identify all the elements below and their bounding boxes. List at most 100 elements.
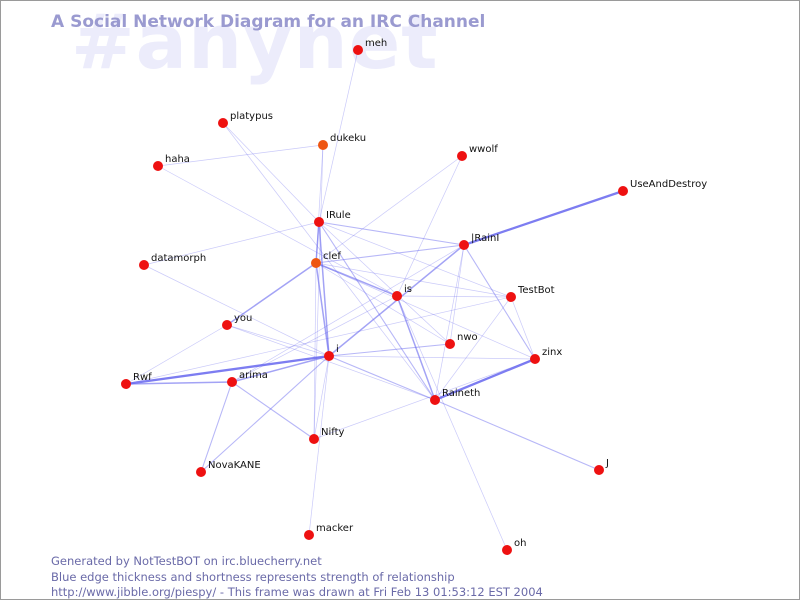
node-label: UseAndDestroy — [630, 179, 707, 190]
node-label: clef — [323, 251, 341, 262]
node-J: J — [594, 458, 609, 475]
node-label: dukeku — [330, 133, 366, 144]
edge-IRule-IRainI — [318, 221, 465, 246]
edge-clef-is — [315, 262, 398, 297]
edge-you-Rwf — [125, 324, 228, 385]
edge-zinx-i — [328, 355, 536, 360]
node-label: oh — [514, 538, 526, 549]
edge-IRainI-zinx — [463, 244, 536, 360]
node-label: IRule — [326, 210, 351, 221]
footer-legend-note: Blue edge thickness and shortness repres… — [51, 570, 455, 584]
node-platypus: platypus — [218, 111, 273, 128]
edge-Raineth-J — [434, 399, 600, 471]
node-label: datamorph — [151, 253, 206, 264]
node-dot — [153, 161, 163, 171]
node-dot — [445, 339, 455, 349]
node-dot — [457, 151, 467, 161]
edge-IRule-meh — [318, 49, 359, 223]
node-Rwf: Rwf — [121, 372, 152, 389]
node-dot — [309, 434, 319, 444]
edge-clef-zinx — [315, 262, 536, 360]
node-nwo: nwo — [445, 332, 478, 349]
edge-you-i — [226, 324, 330, 357]
node-label: i — [336, 344, 339, 355]
edge-is-arima — [231, 295, 398, 383]
edge-TestBot-zinx — [510, 296, 536, 360]
node-dot — [314, 217, 324, 227]
node-dot — [227, 377, 237, 387]
node-dot — [318, 140, 328, 150]
node-Raineth: Raineth — [430, 388, 480, 405]
edge-haha-is — [157, 165, 398, 297]
node-label: Rwf — [133, 372, 152, 383]
footer-url-timestamp: http://www.jibble.org/piespy/ - This fra… — [51, 585, 543, 599]
node-label: zinx — [542, 347, 562, 358]
node-meh: meh — [353, 38, 387, 55]
edge-IRule-clef — [315, 221, 320, 264]
node-dot — [324, 351, 334, 361]
node-dot — [353, 45, 363, 55]
edge-layer — [125, 49, 624, 551]
edge-is-TestBot — [396, 295, 512, 298]
edge-Nifty-i — [313, 355, 330, 440]
edge-IRainI-UseAndDestroy — [463, 189, 624, 247]
edge-Rwf-TestBot — [125, 296, 512, 385]
edge-IRule-Raineth — [318, 221, 436, 401]
edge-clef-Nifty — [313, 262, 317, 440]
edge-datamorph-i — [143, 264, 330, 357]
edge-is-oh — [396, 295, 508, 551]
edge-datamorph-IRule — [143, 221, 320, 266]
node-TestBot: TestBot — [506, 285, 555, 302]
node-is: is — [392, 284, 412, 301]
edge-IRule-nwo — [318, 221, 451, 345]
edge-IRainI-clef — [315, 244, 465, 264]
node-NovaKANE: NovaKANE — [196, 460, 261, 477]
node-label: TestBot — [517, 285, 555, 296]
channel-watermark: #anynet — [71, 0, 439, 86]
edge-IRule-i — [318, 221, 330, 357]
edge-Raineth-zinx — [434, 357, 536, 402]
edge-clef-nwo — [315, 262, 451, 345]
edge-you-Raineth — [226, 324, 436, 401]
edge-IRule-TestBot — [318, 221, 512, 298]
node-label: wwolf — [469, 144, 498, 155]
node-dot — [121, 379, 131, 389]
edge-NovaKANE-i — [200, 355, 330, 473]
node-wwolf: wwolf — [457, 144, 498, 161]
node-label: macker — [316, 523, 354, 534]
node-oh: oh — [502, 538, 526, 555]
node-datamorph: datamorph — [139, 253, 206, 270]
node-dot — [530, 354, 540, 364]
node-macker: macker — [304, 523, 354, 540]
node-dot — [304, 530, 314, 540]
node-label: haha — [165, 154, 190, 165]
node-UseAndDestroy: UseAndDestroy — [618, 179, 707, 196]
edge-arima-Nifty — [231, 381, 315, 440]
node-dukeku: dukeku — [318, 133, 366, 150]
node-you: you — [222, 313, 252, 330]
edge-IRainI-arima — [231, 244, 465, 383]
edge-dukeku-Nifty — [313, 144, 324, 440]
edge-TestBot-Raineth — [434, 296, 512, 401]
node-label: NovaKANE — [208, 460, 261, 471]
node-IRule: IRule — [314, 210, 351, 227]
edge-wwolf-clef — [315, 155, 463, 264]
node-dot — [222, 320, 232, 330]
node-dot — [618, 186, 628, 196]
node-label: platypus — [230, 111, 273, 122]
node-layer: meh platypus dukeku wwolf hahaUseAndDestroyI… — [121, 38, 707, 555]
node-label: nwo — [457, 332, 478, 343]
node-dot — [594, 465, 604, 475]
edge-Rwf-arima — [125, 381, 233, 385]
node-label: meh — [365, 38, 387, 49]
node-haha: haha — [153, 154, 190, 171]
node-label: arima — [239, 370, 268, 381]
edge-clef-TestBot — [315, 262, 512, 298]
edge-Nifty-zinx — [313, 358, 536, 440]
edge-arima-i — [231, 355, 330, 383]
node-i: i — [324, 344, 339, 361]
node-label: J — [605, 458, 609, 469]
edge-Rwf-i — [125, 354, 330, 386]
